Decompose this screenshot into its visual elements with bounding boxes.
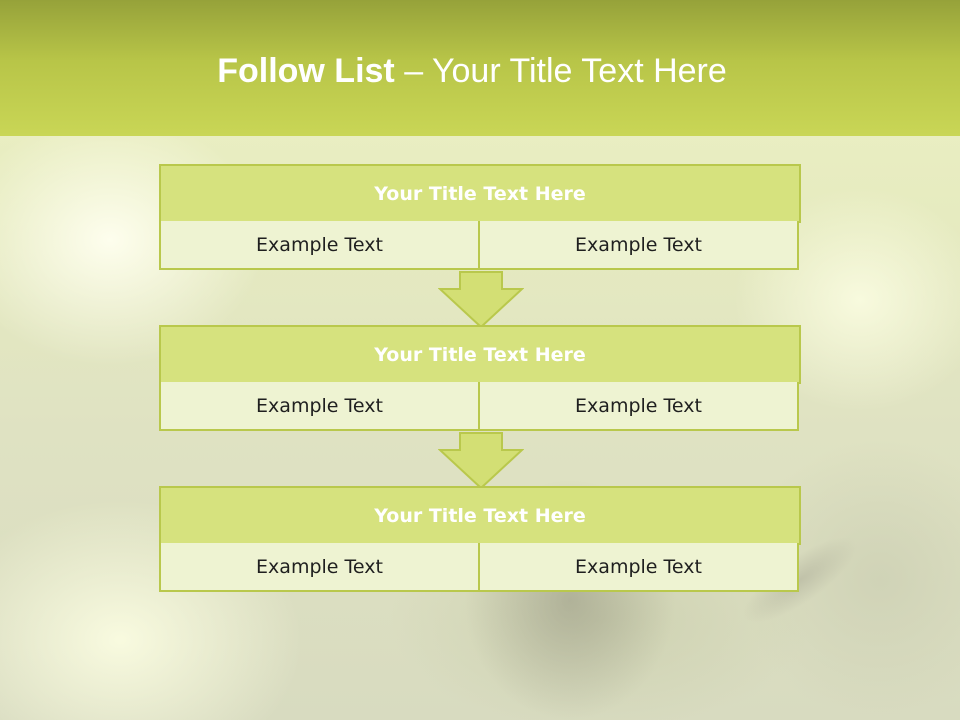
- block-cell-left: Example Text: [159, 221, 480, 270]
- block-cell-left: Example Text: [159, 382, 480, 431]
- block-cell-right: Example Text: [478, 221, 799, 270]
- slide-title-rest: – Your Title Text Here: [394, 52, 727, 90]
- slide-title-bold: Follow List: [217, 52, 395, 90]
- block-cell-right: Example Text: [478, 543, 799, 592]
- block-title: Your Title Text Here: [159, 164, 801, 223]
- block-title: Your Title Text Here: [159, 486, 801, 545]
- header-bar: Follow List – Your Title Text Here: [0, 0, 960, 136]
- down-arrow-icon: [438, 271, 524, 329]
- block-cell-left: Example Text: [159, 543, 480, 592]
- list-block-1: Your Title Text Here Example Text Exampl…: [159, 164, 801, 270]
- block-title: Your Title Text Here: [159, 325, 801, 384]
- block-cell-right: Example Text: [478, 382, 799, 431]
- down-arrow-icon: [438, 432, 524, 490]
- list-block-2: Your Title Text Here Example Text Exampl…: [159, 325, 801, 431]
- list-block-3: Your Title Text Here Example Text Exampl…: [159, 486, 801, 592]
- slide-title: Follow List – Your Title Text Here: [0, 52, 944, 91]
